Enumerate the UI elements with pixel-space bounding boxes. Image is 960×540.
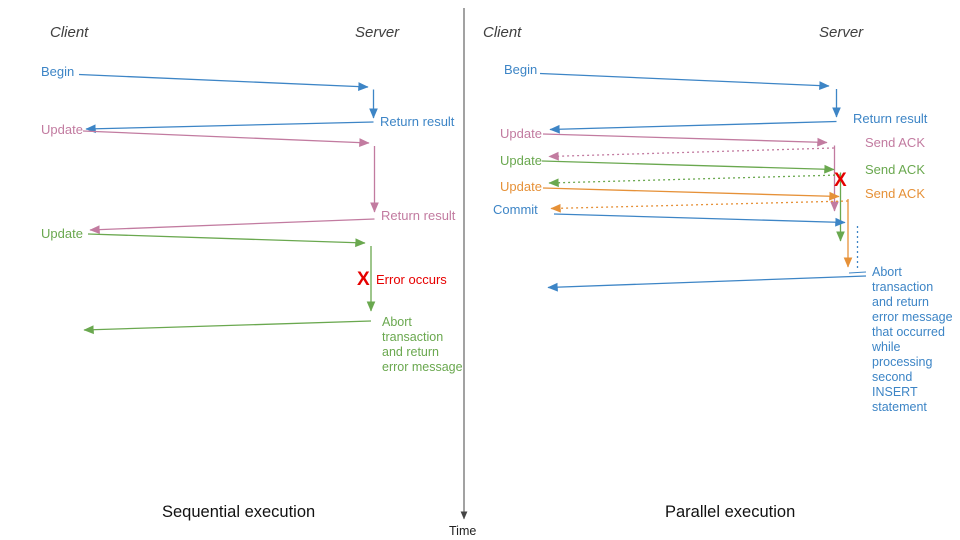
par-update3-label: Update [500, 179, 542, 194]
par-send-ack1-label: Send ACK [865, 135, 925, 150]
seq-begin-message [78, 73, 378, 134]
seq-server-header: Server [355, 24, 400, 41]
par-begin-label: Begin [504, 62, 538, 77]
par-update2-message [541, 160, 845, 242]
seq-error-label: Error occurs [376, 272, 447, 287]
par-return-result-label: Return result [853, 111, 928, 126]
par-server-header: Server [819, 24, 864, 41]
par-commit-message [547, 213, 867, 292]
par-send-ack2-label: Send ACK [865, 162, 925, 177]
par-commit-label: Commit [493, 202, 538, 217]
seq-update2-message [83, 233, 376, 335]
par-error-x-icon: X [834, 170, 847, 191]
seq-return-result2-label: Return result [381, 208, 456, 223]
par-begin-message [539, 72, 841, 134]
seq-error-x-icon: X [357, 269, 370, 290]
seq-update2-label: Update [41, 226, 83, 241]
par-caption: Parallel execution [665, 503, 796, 521]
seq-client-header: Client [50, 24, 89, 41]
seq-return-result1-label: Return result [380, 114, 455, 129]
time-axis-label: Time [449, 524, 477, 538]
par-update1-message [542, 133, 839, 212]
seq-begin-label: Begin [41, 64, 75, 79]
par-send-ack3-label: Send ACK [865, 186, 925, 201]
par-update1-label: Update [500, 126, 542, 141]
par-abort-label: Abort transaction and return error messa… [872, 265, 953, 414]
seq-update1-message [82, 130, 379, 235]
par-update2-label: Update [500, 153, 542, 168]
seq-abort-label: Abort transaction and return error messa… [382, 315, 463, 374]
par-update3-message [542, 187, 853, 268]
seq-caption: Sequential execution [162, 503, 316, 521]
par-client-header: Client [483, 24, 522, 41]
seq-update1-label: Update [41, 122, 83, 137]
